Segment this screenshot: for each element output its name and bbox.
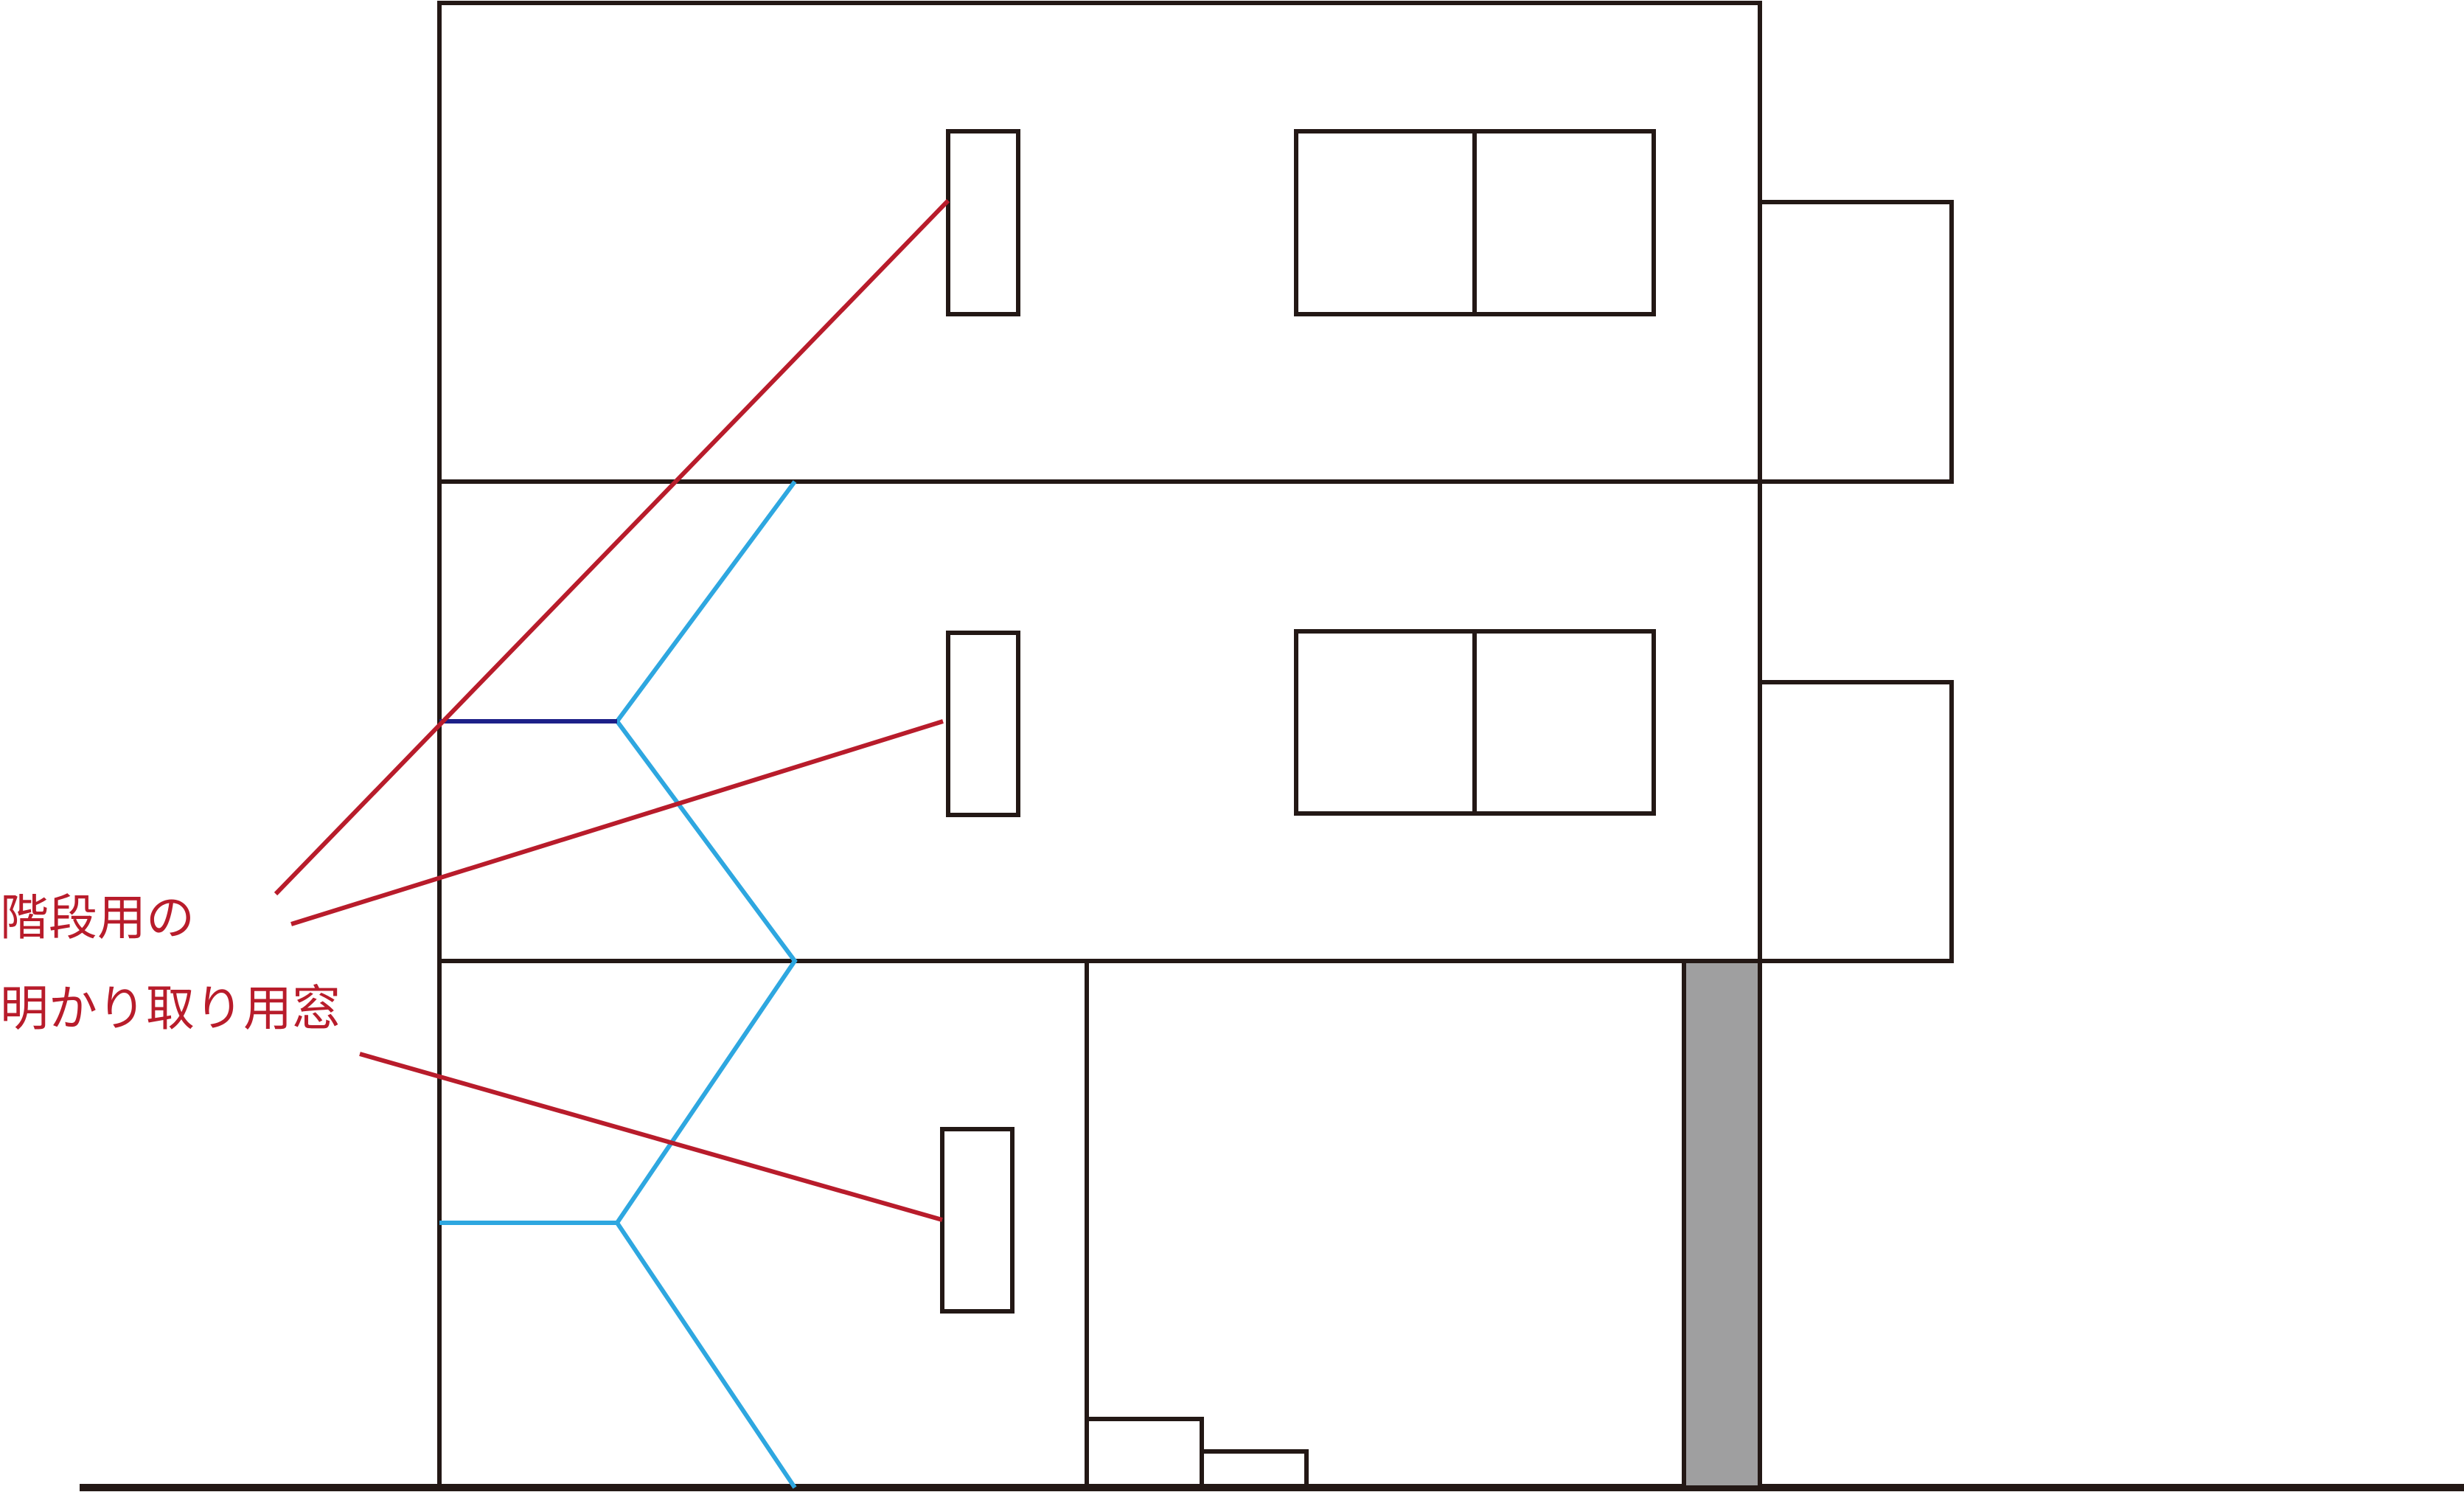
leader-line-2f-window (290, 719, 944, 926)
entrance-step-upper (1085, 1417, 1204, 1490)
double-window-2f (1294, 629, 1656, 816)
stair-window-1f (940, 1127, 1015, 1314)
stair-window-2f (946, 631, 1020, 817)
stair-window-3f (946, 129, 1020, 316)
double-window-3f (1294, 129, 1656, 316)
staircase-path (439, 480, 798, 1489)
entrance-step-lower (1200, 1449, 1309, 1490)
leader-line-3f-window (274, 198, 950, 896)
balcony-upper (1758, 200, 1954, 484)
label-stair-window-line-2: 明かり取り用窓 (0, 980, 341, 1037)
label-stair-window-line-1: 階段用の (0, 889, 195, 946)
balcony-lower (1758, 680, 1954, 963)
leader-line-1f-window (359, 1052, 943, 1222)
support-pillar (1682, 959, 1762, 1490)
